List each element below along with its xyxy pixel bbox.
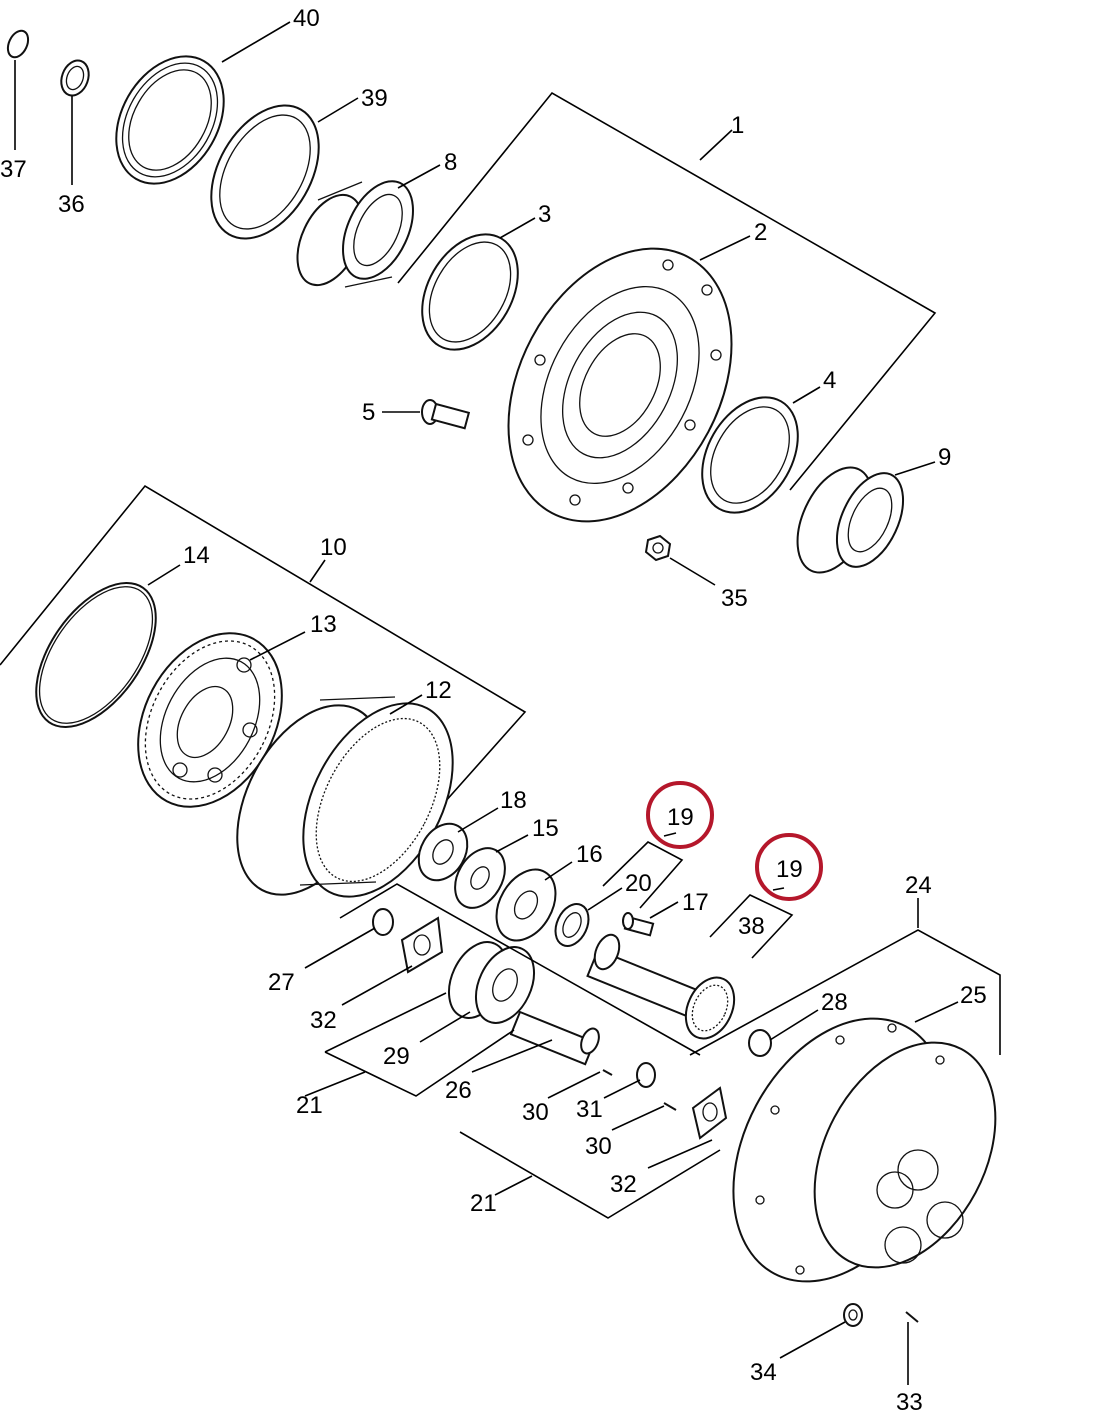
highlight-circle-19-b (755, 833, 823, 901)
part-2-hub (507, 247, 733, 523)
part-32-washer-b (691, 1086, 728, 1140)
label-34: 34 (750, 1359, 777, 1386)
bracket-1 (397, 91, 937, 491)
label-37: 37 (0, 156, 27, 183)
label-19-b: 19 (776, 856, 803, 883)
part-13-gear (137, 632, 283, 808)
label-17: 17 (682, 889, 709, 916)
label-12: 12 (425, 677, 452, 704)
part-36-washer (60, 59, 90, 97)
part-26-pin (509, 1010, 600, 1066)
part-14-snap-ring (35, 582, 157, 728)
label-25: 25 (960, 982, 987, 1009)
label-1: 1 (731, 112, 744, 139)
label-2: 2 (754, 219, 767, 246)
part-8-bearing-cone (296, 180, 414, 288)
label-15: 15 (532, 815, 559, 842)
part-30-pin-b (663, 1102, 677, 1111)
label-16: 16 (576, 841, 603, 868)
part-38-shaft (586, 933, 736, 1040)
part-28-plug (748, 1029, 772, 1057)
part-34-bushing (843, 1303, 863, 1327)
callout-labels: 1 2 3 4 5 8 9 10 12 13 14 15 16 17 18 19… (0, 5, 987, 1416)
label-31: 31 (576, 1096, 603, 1123)
part-3-bearing-cup (421, 233, 519, 351)
highlight-circle-19-a (646, 781, 714, 849)
label-30-b: 30 (585, 1133, 612, 1160)
part-32-washer-a (400, 916, 444, 974)
label-38: 38 (738, 913, 765, 940)
label-8: 8 (444, 149, 457, 176)
part-39-ring (210, 104, 320, 240)
bracket-19-b (709, 894, 794, 959)
label-9: 9 (938, 444, 951, 471)
label-30-a: 30 (522, 1099, 549, 1126)
part-17-bolt (622, 912, 655, 937)
label-36: 36 (58, 191, 85, 218)
label-21-b: 21 (470, 1190, 497, 1217)
label-10: 10 (320, 534, 347, 561)
part-9-bearing-cone (796, 466, 905, 574)
bracket-21-b (459, 1131, 721, 1219)
label-5: 5 (362, 399, 375, 426)
label-39: 39 (361, 85, 388, 112)
label-40: 40 (293, 5, 320, 32)
part-18-thrust-washer (417, 822, 469, 882)
part-5-stud (421, 399, 471, 430)
part-29-planet-gear (447, 941, 536, 1024)
label-21-a: 21 (296, 1092, 323, 1119)
part-33-screw (905, 1311, 919, 1323)
part-37-snap-ring (6, 29, 30, 59)
part-4-bearing-cup (701, 396, 799, 514)
label-32-b: 32 (610, 1171, 637, 1198)
label-19-a: 19 (667, 804, 694, 831)
label-35: 35 (721, 585, 748, 612)
label-13: 13 (310, 611, 337, 638)
part-27-ring (372, 908, 394, 936)
leader-lines-middle (147, 559, 423, 715)
part-40-seal (115, 55, 225, 185)
label-24: 24 (905, 872, 932, 899)
bracket-24 (689, 929, 1001, 1056)
label-4: 4 (823, 367, 836, 394)
part-30-pin-a (602, 1069, 613, 1076)
leader-lines-lower (304, 807, 959, 1385)
label-14: 14 (183, 542, 210, 569)
label-20: 20 (625, 870, 652, 897)
part-25-housing (732, 1017, 997, 1283)
bracket-19-a (602, 841, 684, 909)
label-29: 29 (383, 1043, 410, 1070)
label-33: 33 (896, 1389, 923, 1416)
leader-lines-top (14, 21, 936, 586)
highlight-ring (755, 833, 823, 901)
part-12-ring-gear (236, 696, 454, 898)
part-16-plate (495, 868, 557, 942)
bracket-21-a (324, 992, 515, 1097)
bracket-lower-long (339, 883, 701, 1056)
label-3: 3 (538, 201, 551, 228)
bracket-10 (0, 484, 527, 831)
label-26: 26 (445, 1077, 472, 1104)
label-28: 28 (821, 989, 848, 1016)
label-18: 18 (500, 787, 527, 814)
label-27: 27 (268, 969, 295, 996)
highlight-ring (646, 781, 714, 849)
part-15-washer (454, 847, 506, 909)
part-31-ring (636, 1062, 656, 1088)
part-35-nut (644, 534, 672, 562)
part-20-bushing (554, 903, 590, 947)
label-32-a: 32 (310, 1007, 337, 1034)
